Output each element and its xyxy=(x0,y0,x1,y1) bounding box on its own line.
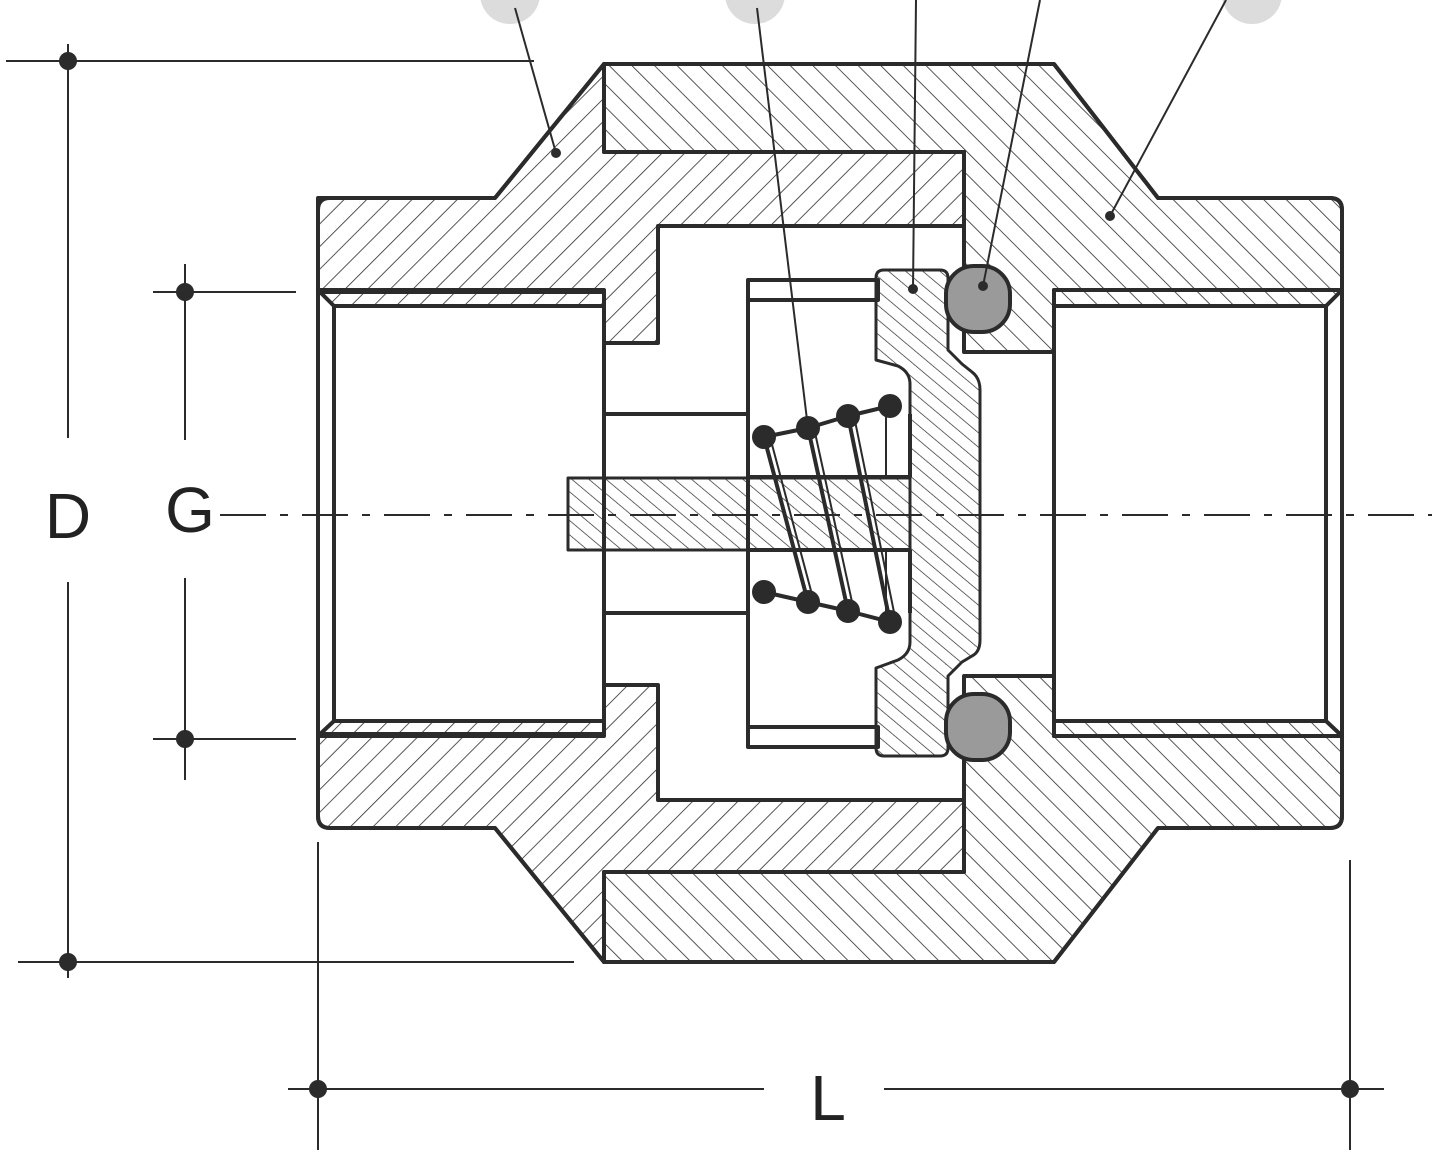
part-leaders xyxy=(480,0,1282,429)
dimension-d: D xyxy=(6,44,574,978)
valve-disc xyxy=(874,268,982,758)
dimension-d-label: D xyxy=(45,480,91,552)
dimension-g: G xyxy=(153,264,296,780)
spring xyxy=(752,394,902,634)
o-ring-seal xyxy=(944,264,1012,762)
dimension-g-label: G xyxy=(165,474,215,546)
dimension-l-label: L xyxy=(810,1062,846,1134)
dimension-l: L xyxy=(288,842,1384,1150)
